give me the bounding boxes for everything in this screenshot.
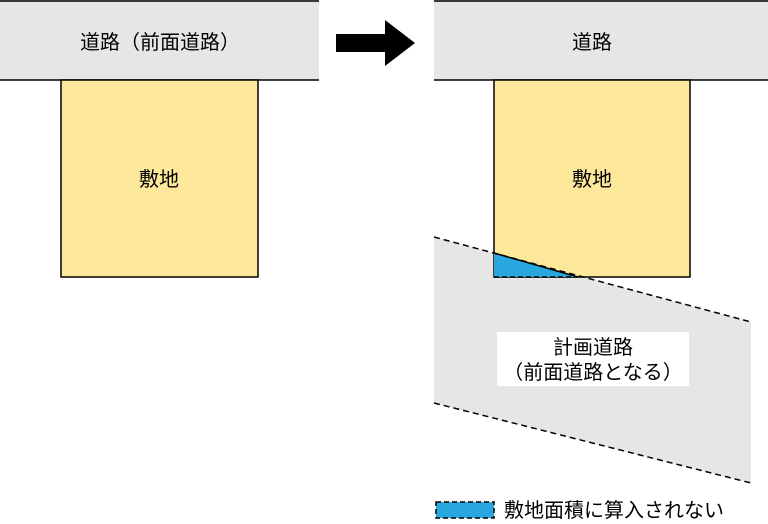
right-site-label: 敷地: [572, 167, 612, 191]
planned-road-lower-boundary: [433, 402, 752, 484]
left-road-label: 道路（前面道路）: [80, 30, 240, 54]
planned-road-upper-boundary: [433, 236, 752, 323]
left-road: [0, 0, 319, 80]
legend-swatch: [435, 501, 495, 519]
right-site: [493, 79, 691, 278]
planned-road-label-line1: 計画道路: [553, 335, 633, 359]
planned-road-label-line2: （前面道路となる）: [503, 360, 683, 384]
right-road: [434, 0, 768, 80]
legend-label: 敷地面積に算入されない: [504, 498, 724, 522]
right-arrow-icon: [336, 20, 415, 66]
right-road-label: 道路: [572, 30, 612, 54]
left-site-label: 敷地: [139, 167, 179, 191]
planned-road-label-box: [497, 332, 689, 386]
left-site: [60, 79, 259, 278]
